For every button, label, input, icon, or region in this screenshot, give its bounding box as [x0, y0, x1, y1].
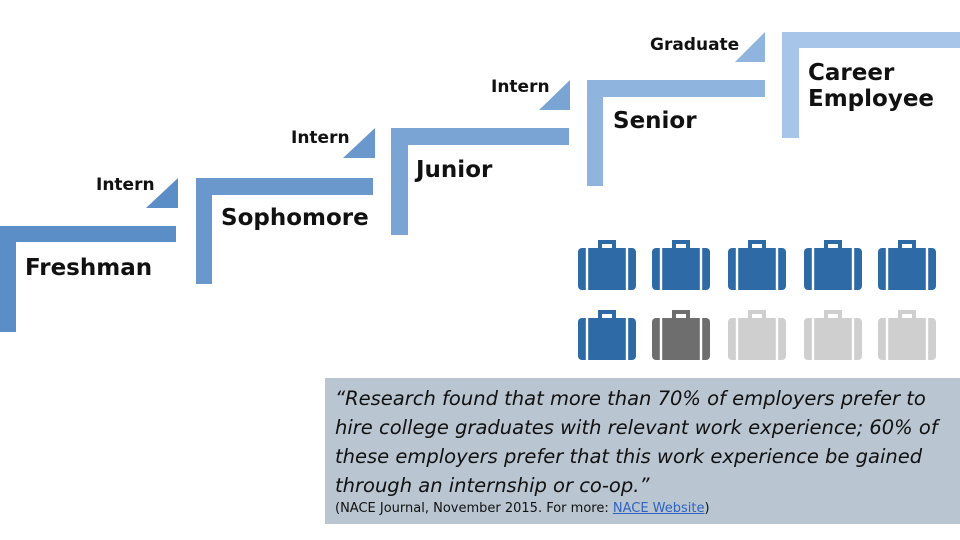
stage-label-sophomore: Sophomore [221, 205, 369, 231]
stage-label-senior: Senior [613, 108, 697, 134]
transition-label-graduate: Graduate [650, 35, 740, 55]
briefcase-icon [728, 310, 786, 360]
step-arrow-intern-3 [539, 80, 570, 110]
briefcase-icon [728, 240, 786, 290]
quote-citation: (NACE Journal, November 2015. For more: … [335, 501, 950, 516]
step-junior [391, 128, 569, 235]
briefcase-icon [878, 240, 936, 290]
briefcase-icon [578, 240, 636, 290]
step-freshman [0, 226, 176, 332]
briefcase-icon [578, 310, 636, 360]
transition-label-intern-2: Intern [291, 128, 350, 148]
step-senior [587, 80, 765, 186]
step-arrow-intern-2 [343, 128, 375, 158]
transition-label-intern-1: Intern [96, 175, 155, 195]
transition-label-intern-3: Intern [491, 77, 550, 97]
quote-text: “Research found that more than 70% of em… [335, 387, 938, 497]
briefcase-grid [578, 240, 936, 360]
briefcase-icon [878, 310, 936, 360]
citation-suffix: ) [704, 501, 710, 516]
citation-prefix: (NACE Journal, November 2015. For more: [335, 501, 613, 516]
briefcase-icon [804, 240, 862, 290]
stage-label-career-line1: Career [808, 60, 895, 86]
briefcase-icon [804, 310, 862, 360]
nace-website-link[interactable]: NACE Website [612, 501, 705, 516]
step-career-employee [782, 32, 960, 138]
briefcase-icon [652, 240, 710, 290]
step-sophomore [196, 178, 373, 284]
step-arrow-graduate [735, 32, 765, 62]
stage-label-career-employee: Career Employee [808, 60, 935, 113]
stage-label-freshman: Freshman [25, 255, 153, 281]
briefcase-icon [652, 310, 710, 360]
quote-box: “Research found that more than 70% of em… [325, 378, 960, 524]
stage-label-career-line2: Employee [808, 85, 935, 112]
stage-label-junior: Junior [416, 157, 493, 183]
step-arrow-intern-1 [146, 178, 178, 208]
